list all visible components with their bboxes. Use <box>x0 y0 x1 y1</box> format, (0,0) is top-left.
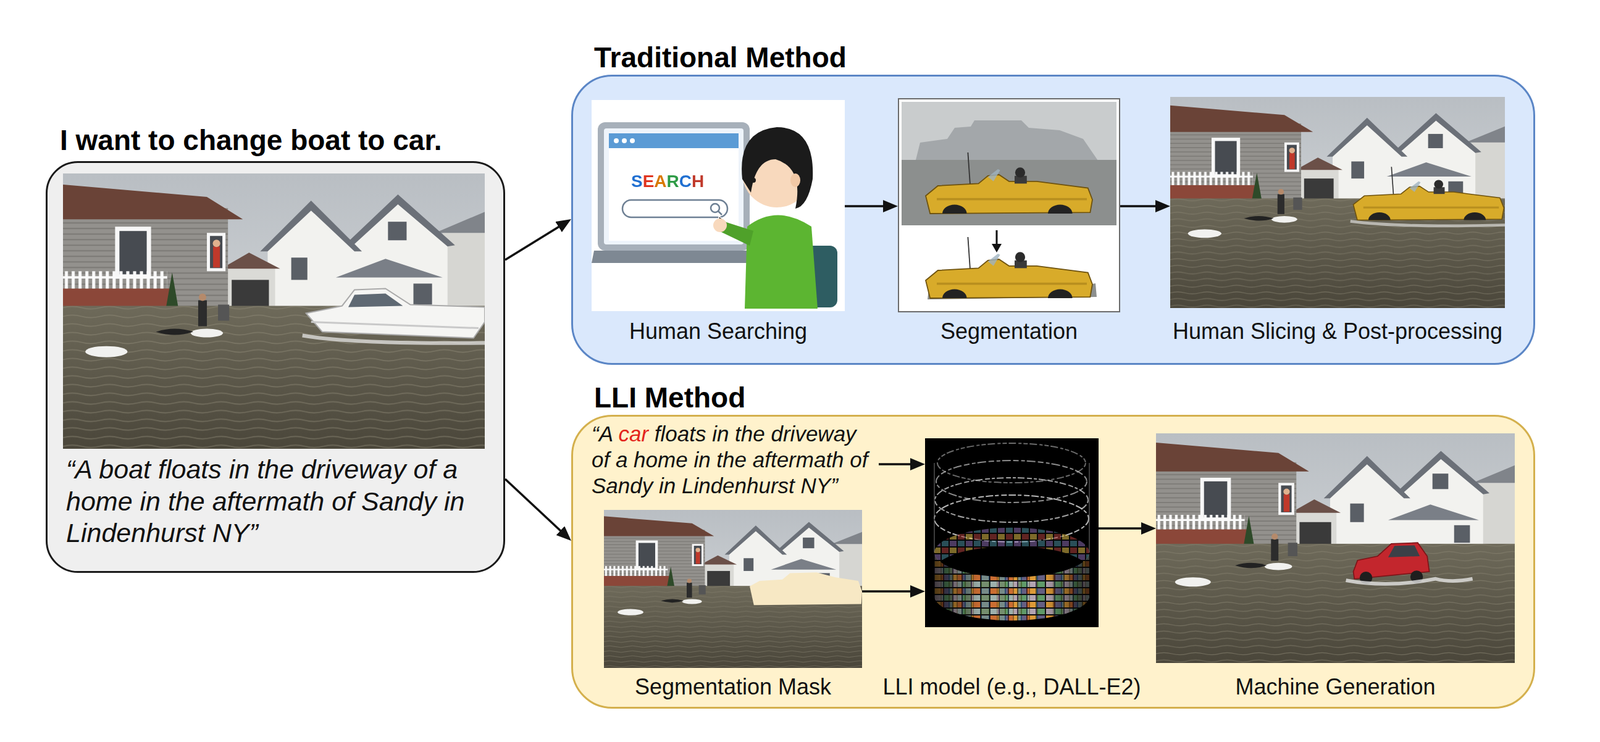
text-holder: I want to change boat to car. <box>59 124 443 157</box>
prompt-text: “A car floats in the driveway of a home … <box>591 421 879 499</box>
request-box: I want to change boat to car.“A boat flo… <box>45 161 506 574</box>
flow-arrow <box>1098 527 1152 530</box>
step-image: Human Slicing & Post-processing <box>1170 96 1505 344</box>
text-holder: Segmentation Mask <box>634 674 832 700</box>
prompt-block: “A car floats in the driveway of a home … <box>591 421 879 499</box>
text-holder: Traditional Method <box>594 41 847 75</box>
illustration <box>591 100 845 312</box>
text-holder: Human Slicing & Post-processing <box>1172 318 1503 344</box>
text-holder: “A car floats in the driveway of a home … <box>591 421 879 499</box>
text-holder: Machine Generation <box>1235 674 1436 700</box>
step-image: Segmentation <box>897 98 1121 344</box>
image-caption: LLI model (e.g., DALL-E2) <box>882 674 1141 700</box>
illustration <box>603 510 863 669</box>
text-holder: LLI model (e.g., DALL-E2) <box>882 674 1141 700</box>
text-holder: Segmentation <box>940 318 1078 344</box>
flow-arrow <box>844 205 893 208</box>
text-holder: LLI Method <box>594 381 746 415</box>
flow-arrow <box>862 590 921 593</box>
request-heading: I want to change boat to car. <box>59 124 443 157</box>
step-image: Machine Generation <box>1156 433 1515 700</box>
image-caption: Segmentation <box>940 318 1078 344</box>
illustration <box>1156 433 1515 664</box>
text-holder: Human Searching <box>629 318 808 344</box>
illustration-image <box>925 438 1099 628</box>
illustration <box>1170 96 1505 309</box>
panel-heading: LLI Method <box>594 381 746 415</box>
illustration-image <box>591 100 845 312</box>
caption-quote: “A boat floats in the driveway of a home… <box>66 453 499 550</box>
illustration-image <box>62 173 485 449</box>
illustration-part <box>505 206 1166 592</box>
search-label: SEARCH <box>631 171 704 192</box>
step-image: Segmentation Mask <box>603 510 863 700</box>
flow-arrow <box>1120 205 1166 208</box>
image-caption: Human Slicing & Post-processing <box>1172 318 1503 344</box>
flow-arrow <box>505 479 568 538</box>
illustration-image <box>603 510 863 669</box>
illustration-image <box>1156 433 1515 664</box>
image-caption: Segmentation Mask <box>634 674 832 700</box>
step-image: Human Searching SEARCH <box>591 100 845 344</box>
label-holder: SEARCH <box>631 171 704 192</box>
image-caption: Human Searching <box>629 318 808 344</box>
method-panel: Human Searching SEARCH Segmentation Human S… <box>571 74 1536 365</box>
flow-arrow <box>878 463 921 466</box>
panel-heading: Traditional Method <box>594 41 847 75</box>
flow-arrow <box>505 221 567 260</box>
illustration <box>925 438 1099 628</box>
illustration-image <box>898 98 1120 312</box>
text-holder: “A boat floats in the driveway of a home… <box>66 453 499 550</box>
model-image: LLI model (e.g., DALL-E2) <box>925 438 1099 700</box>
illustration <box>897 98 1121 313</box>
illustration <box>62 173 485 449</box>
illustration-image <box>1170 96 1505 309</box>
image-caption: Machine Generation <box>1235 674 1436 700</box>
method-panel: “A car floats in the driveway of a home … <box>571 414 1536 709</box>
